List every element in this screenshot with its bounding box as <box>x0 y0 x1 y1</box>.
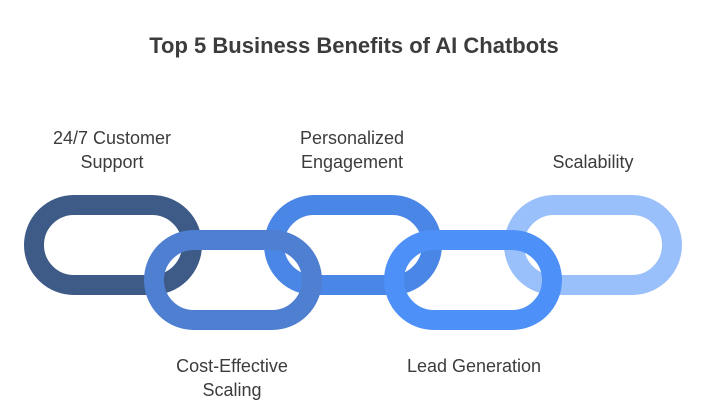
benefit-label-3-line2: Engagement <box>300 152 404 172</box>
benefit-label-2: Cost-Effective Scaling <box>142 354 322 402</box>
chain-link-2 <box>144 230 322 330</box>
benefit-label-1: 24/7 Customer Support <box>22 126 202 174</box>
benefit-label-3-line1: Personalized <box>299 128 405 148</box>
benefit-label-4: Lead Generation <box>374 354 574 378</box>
benefit-label-3: Personalized Engagement <box>262 126 442 174</box>
diagram-title: Top 5 Business Benefits of AI Chatbots <box>149 33 559 58</box>
benefit-label-2-line2: Scaling <box>202 380 262 400</box>
benefit-label-2-line1: Cost-Effective <box>176 356 288 376</box>
benefit-label-5: Scalability <box>503 150 683 174</box>
benefit-label-4-line1: Lead Generation <box>406 356 542 376</box>
benefit-label-1-line2: Support <box>80 152 144 172</box>
benefit-label-1-line1: 24/7 Customer <box>52 128 172 148</box>
benefit-label-5-line2: Scalability <box>552 152 634 172</box>
chain-link-4 <box>384 230 562 330</box>
